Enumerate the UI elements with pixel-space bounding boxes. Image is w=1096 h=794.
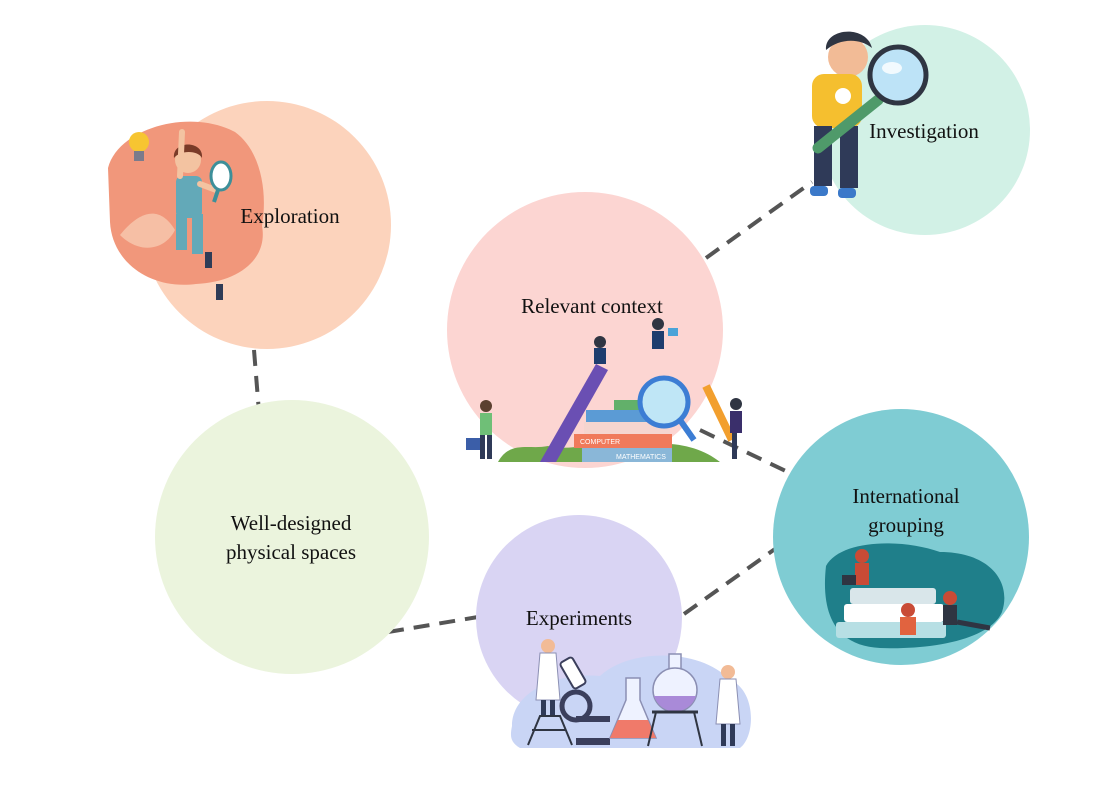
pencil (702, 384, 736, 442)
experiments-illustration (510, 639, 751, 748)
lightbulb-icon (129, 132, 149, 161)
magnifier-handle (812, 94, 884, 154)
international-grouping-illustration (824, 543, 1005, 649)
relevant-context-illustration: MATHEMATICS COMPUTER (466, 318, 742, 462)
label-investigation: Investigation (869, 119, 979, 143)
exploration-illustration (108, 121, 264, 300)
book-mathematics-label: MATHEMATICS (616, 454, 666, 461)
microscope-icon (559, 656, 610, 745)
connectors (252, 180, 814, 634)
label-experiments: Experiments (525, 606, 633, 630)
connector-experiments-international (682, 542, 784, 616)
connector-relevant-investigation (704, 180, 814, 260)
book-computer-label: COMPUTER (580, 439, 620, 446)
connector-exploration-well-designed (252, 349, 261, 413)
circle-well-designed (155, 400, 429, 674)
round-flask-icon (647, 653, 703, 747)
label-international-grouping: International grouping (852, 484, 960, 537)
connector-well-designed-experiments (387, 615, 479, 634)
connector-relevant-international (699, 428, 793, 476)
ruler-ladder (540, 364, 608, 462)
flask-icon (608, 677, 658, 739)
magnifying-glass-icon (637, 375, 697, 442)
investigation-illustration (810, 31, 929, 198)
label-relevant-context: Relevant context (521, 294, 663, 318)
label-well-designed: Well-designed physical spaces (225, 511, 357, 564)
label-exploration: Exploration (240, 204, 340, 228)
hand-mirror-icon (209, 160, 233, 203)
magnifying-glass-icon (867, 44, 929, 106)
